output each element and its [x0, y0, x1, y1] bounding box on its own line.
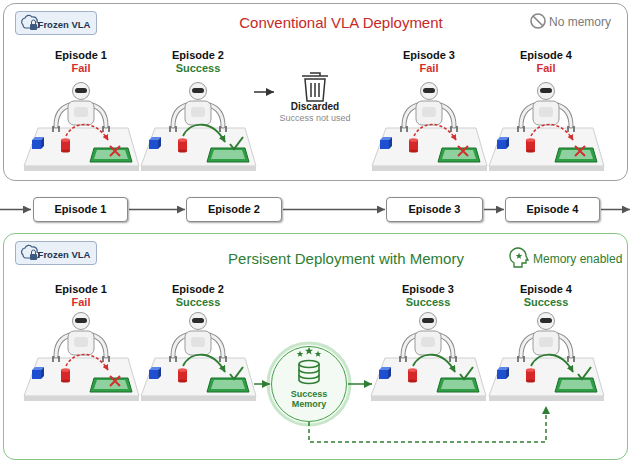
node-label: Episode 1: [55, 198, 107, 221]
node-sublabel: Success: [176, 296, 221, 309]
timeline-box: Episode 1: [33, 197, 128, 222]
node-sublabel: No memory: [549, 15, 611, 30]
node-sublabel: Success: [176, 62, 221, 75]
timeline-arrow: [601, 209, 630, 211]
connector-arrow: [129, 209, 185, 211]
node-label: Episode 4: [520, 283, 572, 296]
connector-arrow: [254, 91, 274, 93]
node-sublabel: Success: [406, 296, 451, 309]
node-label: Episode 3: [402, 283, 454, 296]
node-label: Episode 2: [208, 198, 260, 221]
node-label: Frozen VLA: [38, 14, 91, 36]
robot-scene: [24, 313, 139, 402]
node-sublabel: Memory enabled: [533, 252, 622, 267]
episode-group: Episode 1Fail: [26, 282, 136, 405]
episode-group: Episode 3Fail: [374, 48, 484, 175]
node-label: Frozen VLA: [38, 244, 91, 266]
model-badge: Frozen VLA: [15, 241, 98, 265]
node-sublabel: Fail: [537, 62, 556, 75]
no-memory-icon: [531, 14, 545, 28]
node-label: Episode 3: [403, 49, 455, 62]
node-label: Persisent Deployment with Memory: [228, 250, 464, 268]
node-label: Episode 2: [172, 49, 224, 62]
panel: Persisent Deployment with Memory Memory e…: [3, 233, 628, 460]
episode-group: Episode 3Success: [373, 282, 483, 405]
connector-arrow: [484, 209, 504, 211]
timeline-arrow: [0, 209, 31, 211]
connector-arrow: [348, 383, 372, 385]
robot-scene: [489, 83, 604, 172]
robot-scene: [371, 313, 486, 402]
node-sublabel: Success not used: [279, 113, 350, 124]
robot-scene: [141, 313, 256, 402]
node-label: Episode 2: [172, 283, 224, 296]
node-sublabel: Fail: [72, 296, 91, 309]
memory-stars: [297, 347, 321, 357]
node-sublabel: Fail: [420, 62, 439, 75]
node-label: Episode 4: [520, 49, 572, 62]
node-label: Conventional VLA Deployment: [239, 14, 442, 32]
episode-group: Episode 2Success: [143, 48, 253, 175]
node-sublabel: Success: [524, 296, 569, 309]
memory-glow: [268, 343, 350, 425]
node-sublabel: Fail: [72, 62, 91, 75]
discard-bin: DiscardedSuccess not used: [275, 70, 355, 130]
node-label: Discarded: [291, 101, 339, 113]
node-label: Episode 1: [55, 49, 107, 62]
timeline-box: Episode 2: [186, 197, 282, 222]
badge-fill: [15, 241, 97, 265]
robot-scene: [372, 83, 487, 172]
timeline-box: Episode 3: [386, 197, 483, 222]
brain-lock-icon: [22, 245, 40, 260]
database-icon: [299, 361, 319, 384]
connector-arrow: [254, 383, 270, 385]
memory-circle: Success Memory: [271, 346, 347, 422]
trash-icon: [302, 73, 328, 101]
node-label: Episode 3: [409, 198, 461, 221]
panel: Conventional VLA Deployment No memory Froz…: [3, 3, 628, 181]
timeline-box: Episode 4: [505, 197, 600, 222]
node-label: Success Memory: [283, 389, 335, 409]
episode-group: Episode 2Success: [143, 282, 253, 405]
robot-scene: [24, 83, 139, 172]
node-label: Episode 1: [55, 283, 107, 296]
badge-fill: [15, 11, 97, 35]
episode-group: Episode 4Fail: [491, 48, 601, 175]
robot-scene: [489, 313, 604, 402]
episode-group: Episode 1Fail: [26, 48, 136, 175]
brain-lock-icon: [22, 15, 40, 30]
model-badge: Frozen VLA: [15, 11, 98, 35]
node-label: Episode 4: [527, 198, 579, 221]
memory-head-icon: [510, 248, 528, 267]
robot-scene: [141, 83, 256, 172]
connector-arrow: [283, 209, 385, 211]
connector-arrow: [309, 406, 546, 442]
episode-group: Episode 4Success: [491, 282, 601, 405]
